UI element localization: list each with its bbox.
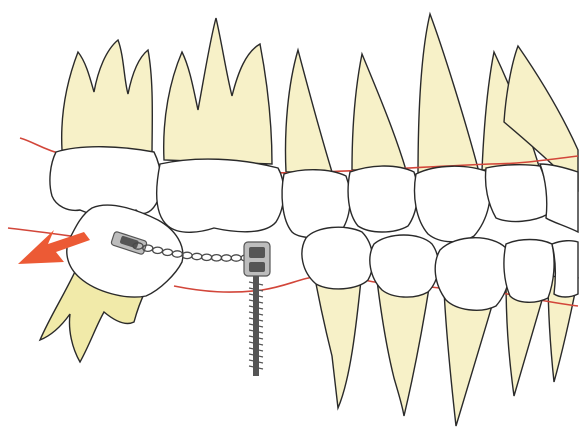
chain-link bbox=[221, 255, 231, 261]
upper-molar-1-root bbox=[62, 40, 153, 156]
lower-central-crown bbox=[552, 241, 578, 297]
upper-molar-2-crown bbox=[157, 159, 284, 232]
lower-lateral-crown bbox=[504, 240, 554, 303]
chain-link bbox=[182, 252, 192, 258]
lower-premolar-1-crown bbox=[302, 227, 373, 289]
upper-premolar-1-root bbox=[286, 50, 333, 172]
chain-link bbox=[202, 254, 212, 260]
upper-canine-root bbox=[418, 14, 480, 176]
lower-premolar-2-crown bbox=[370, 235, 439, 297]
upper-lateral-crown bbox=[485, 165, 548, 222]
upper-premolar-2-root bbox=[352, 54, 406, 170]
upper-premolar-2-crown bbox=[348, 166, 417, 232]
upper-molar-2-root bbox=[164, 18, 272, 164]
upper-canine-crown bbox=[415, 166, 491, 242]
implant-bracket bbox=[244, 242, 270, 276]
chain-link bbox=[231, 255, 241, 261]
lower-canine-crown bbox=[435, 238, 510, 311]
chain-link bbox=[192, 253, 202, 259]
chain-link bbox=[212, 255, 222, 261]
